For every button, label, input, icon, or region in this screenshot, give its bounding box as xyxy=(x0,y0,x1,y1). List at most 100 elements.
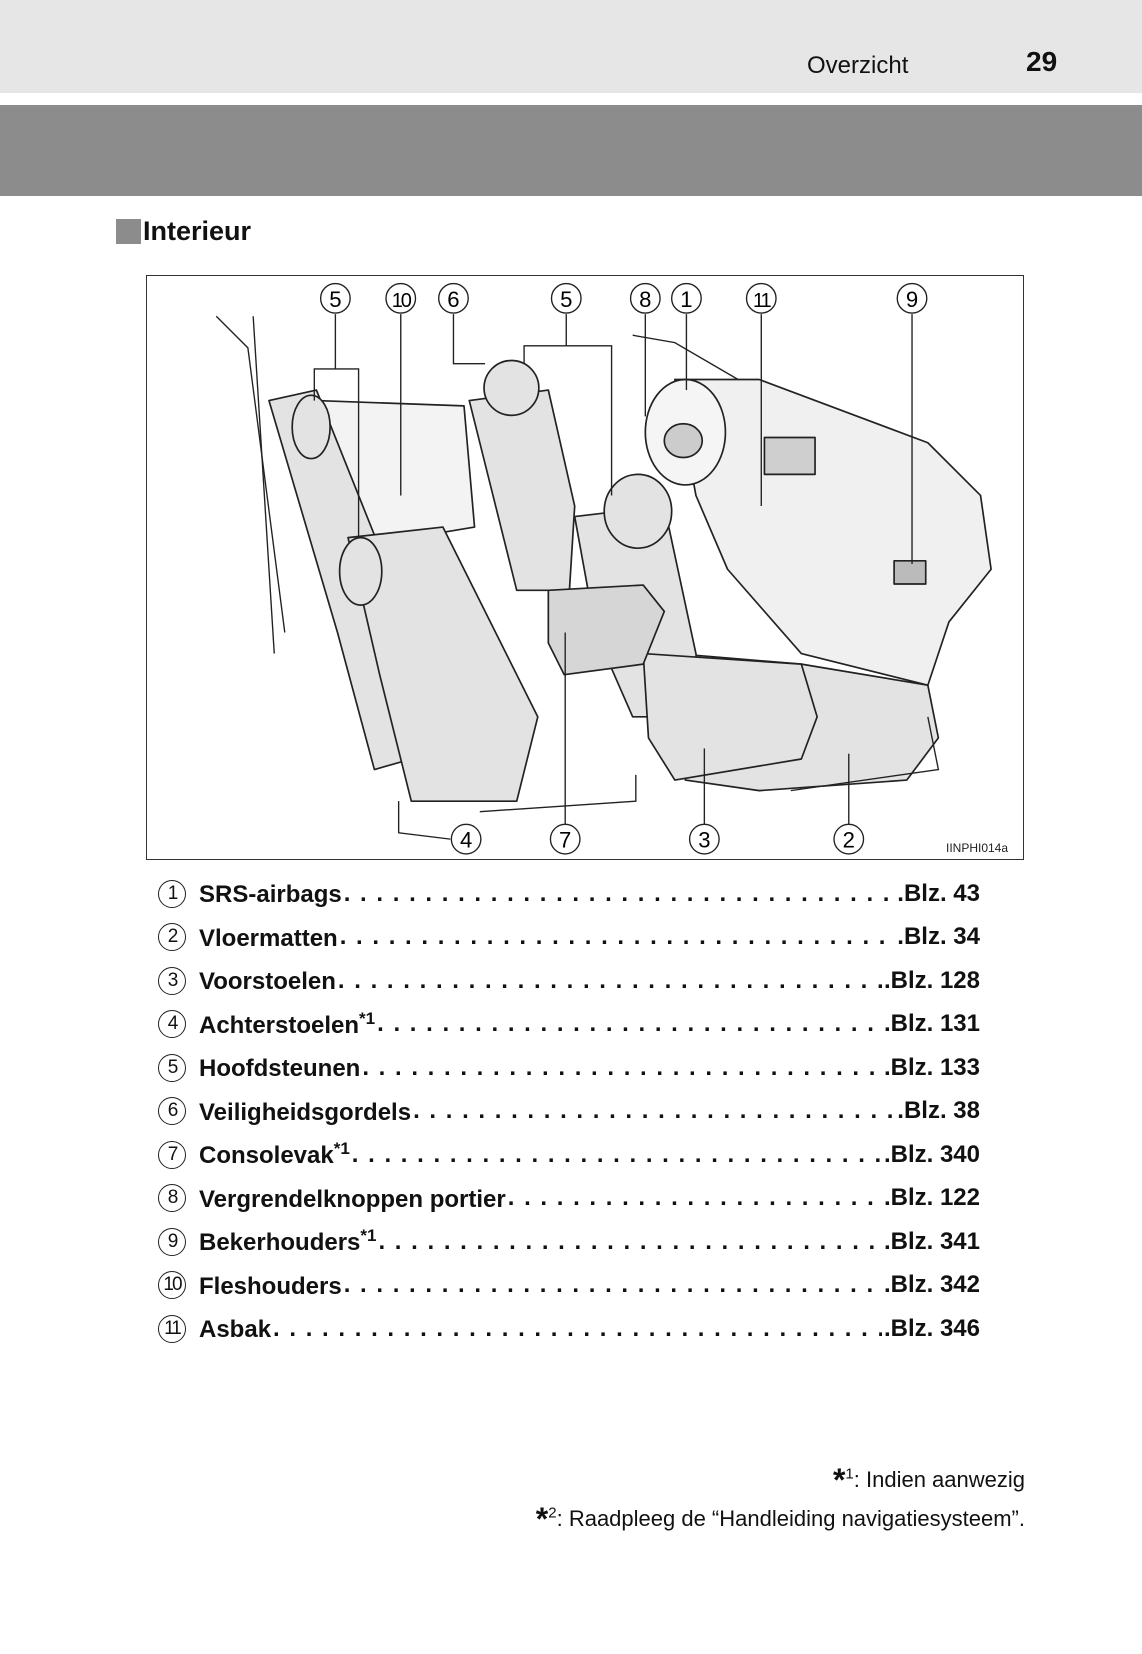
item-label: Vloermatten xyxy=(199,924,338,952)
dot-leader xyxy=(378,1228,881,1256)
item-number-badge: 3 xyxy=(158,966,186,995)
svg-text:6: 6 xyxy=(447,287,459,312)
legend-item[interactable]: 1 SRS-airbags .Blz. 43 xyxy=(158,872,980,916)
item-page-ref[interactable]: .Blz. 122 xyxy=(883,1184,980,1212)
item-page-ref[interactable]: .Blz. 346 xyxy=(883,1314,980,1342)
legend-item[interactable]: 5 Hoofdsteunen .Blz. 133 xyxy=(158,1046,980,1090)
item-label: Asbak xyxy=(199,1316,272,1344)
svg-text:2: 2 xyxy=(843,828,855,853)
item-page-ref[interactable]: .Blz. 34 xyxy=(897,923,980,951)
rear-headrest-2 xyxy=(338,536,383,606)
section-title: Interieur xyxy=(143,216,252,246)
item-number-badge: 4 xyxy=(158,1010,186,1039)
legend-item[interactable]: 2 Vloermatten .Blz. 34 xyxy=(158,916,980,960)
dot-leader xyxy=(413,1097,895,1125)
legend-item[interactable]: 10 Fleshouders .Blz. 342 xyxy=(158,1264,980,1308)
interior-illustration-frame xyxy=(146,275,1024,860)
item-page-ref[interactable]: .Blz. 131 xyxy=(883,1010,980,1038)
svg-text:5: 5 xyxy=(560,287,572,312)
item-label: Bekerhouders*1 xyxy=(199,1226,377,1257)
item-label: Achterstoelen*1 xyxy=(199,1008,376,1039)
dot-leader xyxy=(273,1315,882,1343)
legend-item[interactable]: 7 Consolevak*1 .Blz. 340 xyxy=(158,1133,980,1177)
item-label: Vergrendelknoppen portier xyxy=(199,1185,506,1213)
svg-text:8: 8 xyxy=(639,287,651,312)
item-page-ref[interactable]: .Blz. 38 xyxy=(897,1097,980,1125)
legend-item[interactable]: 11 Asbak .Blz. 346 xyxy=(158,1307,980,1351)
callout-11: 11 xyxy=(745,282,777,314)
item-label: Veiligheidsgordels xyxy=(199,1098,412,1126)
item-number-badge: 9 xyxy=(158,1227,186,1256)
svg-text:3: 3 xyxy=(698,828,710,853)
callouts-top: 5 10 6 5 8 1 11 9 xyxy=(319,282,928,314)
callout-1: 1 xyxy=(670,282,702,314)
cup-holder-shape xyxy=(893,559,927,585)
callout-10: 10 xyxy=(385,282,417,314)
svg-text:11: 11 xyxy=(753,290,772,312)
item-page-ref[interactable]: .Blz. 342 xyxy=(883,1271,980,1299)
item-label: Consolevak*1 xyxy=(199,1139,350,1170)
callout-4: 4 xyxy=(450,823,482,855)
svg-text:4: 4 xyxy=(460,828,472,853)
item-page-ref[interactable]: .Blz. 341 xyxy=(883,1227,980,1255)
svg-text:1: 1 xyxy=(680,287,692,312)
callouts-bottom: 4 7 3 2 xyxy=(450,823,865,855)
rear-bench-seat xyxy=(347,526,539,803)
callout-5a: 5 xyxy=(319,282,351,314)
legend-item[interactable]: 9 Bekerhouders*1 .Blz. 341 xyxy=(158,1220,980,1264)
item-number-badge: 10 xyxy=(158,1271,186,1300)
chapter-banner xyxy=(0,105,1142,196)
item-page-ref[interactable]: .Blz. 340 xyxy=(883,1140,980,1168)
item-label: SRS-airbags xyxy=(199,881,342,909)
dot-leader xyxy=(338,967,882,995)
svg-text:7: 7 xyxy=(559,828,571,853)
dot-leader xyxy=(352,1141,882,1169)
svg-text:5: 5 xyxy=(329,287,341,312)
item-number-badge: 2 xyxy=(158,923,186,952)
legend-item[interactable]: 6 Veiligheidsgordels .Blz. 38 xyxy=(158,1090,980,1134)
item-page-ref[interactable]: .Blz. 128 xyxy=(883,966,980,994)
svg-text:9: 9 xyxy=(906,287,918,312)
item-number-badge: 7 xyxy=(158,1140,186,1169)
chapter-title: Overzicht xyxy=(807,52,909,79)
front-headrest-1 xyxy=(483,359,540,417)
item-page-ref[interactable]: .Blz. 133 xyxy=(883,1053,980,1081)
front-seat-cushion xyxy=(642,652,818,781)
callout-9: 9 xyxy=(896,282,928,314)
item-label: Voorstoelen xyxy=(199,968,336,996)
callout-5b: 5 xyxy=(550,282,582,314)
item-label: Hoofdsteunen xyxy=(199,1055,361,1083)
dot-leader xyxy=(508,1184,882,1212)
item-number-badge: 11 xyxy=(158,1314,186,1343)
item-number-badge: 8 xyxy=(158,1184,186,1213)
front-headrest-2 xyxy=(603,473,673,550)
item-number-badge: 5 xyxy=(158,1053,186,1082)
dot-leader xyxy=(344,880,896,908)
callout-2: 2 xyxy=(833,823,865,855)
callout-6: 6 xyxy=(438,282,469,314)
figure-code: IINPHI014a xyxy=(946,841,1009,855)
item-label: Fleshouders xyxy=(199,1272,342,1300)
item-number-badge: 1 xyxy=(158,879,186,908)
dot-leader xyxy=(340,923,896,951)
footnote-1: *1: Indien aanwezig xyxy=(832,1462,1025,1498)
item-number-badge: 6 xyxy=(158,1097,186,1126)
callout-7: 7 xyxy=(549,823,581,855)
dot-leader xyxy=(377,1010,882,1038)
page-number: 29 xyxy=(1026,46,1058,77)
nav-screen-shape xyxy=(763,436,816,476)
callout-8: 8 xyxy=(629,282,661,314)
header-band xyxy=(0,0,1142,93)
dot-leader xyxy=(362,1054,882,1082)
legend-item[interactable]: 4 Achterstoelen*1 .Blz. 131 xyxy=(158,1003,980,1047)
legend-item[interactable]: 8 Vergrendelknoppen portier .Blz. 122 xyxy=(158,1177,980,1221)
rear-headrest-1 xyxy=(291,394,331,460)
callout-3: 3 xyxy=(688,823,720,855)
footnote-2: *2: Raadpleeg de “Handleiding navigaties… xyxy=(535,1501,1025,1537)
item-page-ref[interactable]: .Blz. 43 xyxy=(897,879,980,907)
svg-text:10: 10 xyxy=(392,290,412,312)
legend-list: 1 SRS-airbags .Blz. 432 Vloermatten .Blz… xyxy=(158,872,980,1351)
dot-leader xyxy=(344,1271,882,1299)
legend-item[interactable]: 3 Voorstoelen .Blz. 128 xyxy=(158,959,980,1003)
section-marker-icon xyxy=(116,219,141,244)
